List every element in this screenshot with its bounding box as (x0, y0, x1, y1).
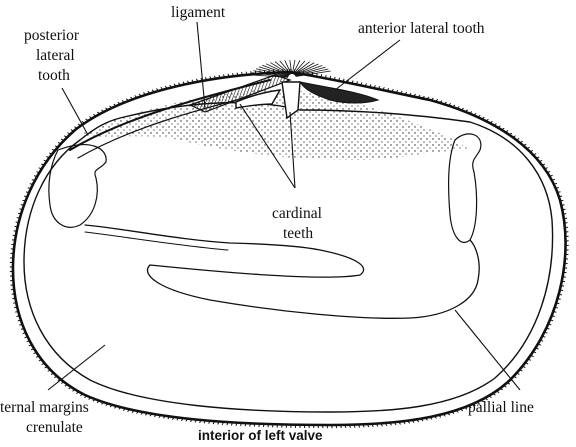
label-posterior-lateral-tooth-1: posterior (24, 27, 80, 44)
caption: interior of left valve (198, 428, 323, 443)
hinge-plate (80, 90, 470, 160)
posterior-adductor-scar (49, 145, 106, 228)
label-posterior-lateral-tooth-3: tooth (38, 67, 70, 84)
label-posterior-lateral-tooth-2: lateral (36, 47, 75, 64)
leader-ligament (197, 22, 205, 108)
label-ligament: ligament (171, 4, 226, 21)
leader-pallial-line (455, 310, 520, 390)
label-anterior-lateral-tooth: anterior lateral tooth (358, 20, 485, 37)
leader-posterior-lateral (62, 88, 88, 135)
label-internal-margins-2: crenulate (26, 419, 83, 436)
label-internal-margins-1: ternal margins (0, 399, 89, 416)
label-cardinal-teeth-2: teeth (283, 225, 313, 242)
label-pallial-line: pallial line (468, 399, 534, 416)
leader-anterior-lateral (335, 40, 400, 90)
label-cardinal-teeth-1: cardinal (272, 205, 322, 222)
